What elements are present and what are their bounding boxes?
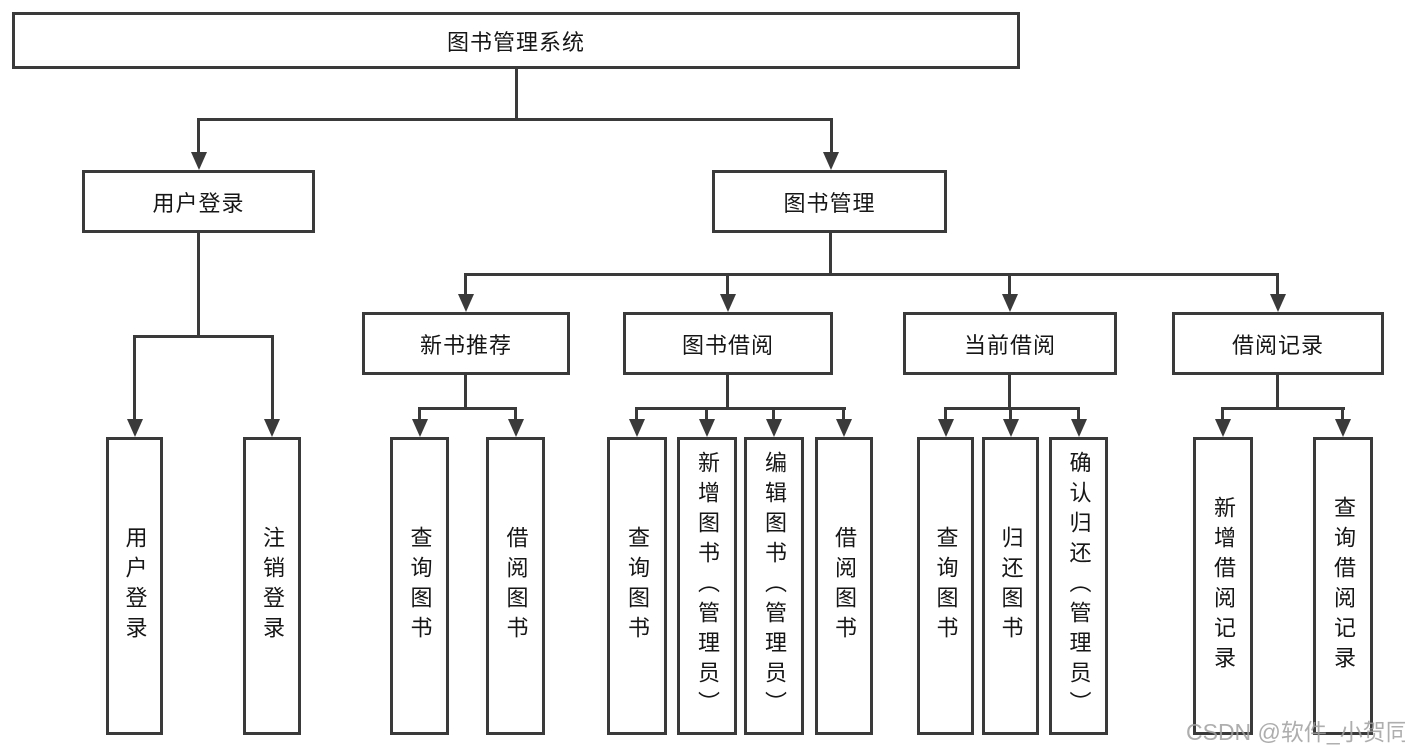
- leaf-add-borrow-record-label: 新增借阅记录: [1211, 496, 1236, 676]
- node-book-management: 图书管理: [712, 170, 947, 233]
- leaf-confirm-return-admin: 确认归还（管理员）: [1049, 437, 1108, 735]
- connector-line: [1221, 407, 1345, 410]
- arrow-down-icon: [1002, 294, 1018, 312]
- connector-line: [418, 407, 421, 421]
- node-book-management-label: 图书管理: [783, 190, 876, 216]
- arrow-down-icon: [508, 419, 524, 437]
- connector-line: [1077, 407, 1080, 421]
- leaf-query-books-1: 查询图书: [390, 437, 449, 735]
- node-current-borrow-label: 当前借阅: [963, 332, 1056, 358]
- leaf-return-books: 归还图书: [982, 437, 1039, 735]
- connector-line: [830, 118, 833, 155]
- connector-line: [1009, 407, 1012, 421]
- leaf-user-login-label: 用户登录: [122, 526, 148, 646]
- leaf-query-books-2-label: 查询图书: [625, 526, 650, 646]
- arrow-down-icon: [836, 419, 852, 437]
- connector-line: [198, 118, 833, 121]
- arrow-down-icon: [1335, 419, 1351, 437]
- connector-line: [829, 233, 832, 275]
- connector-line: [726, 273, 729, 296]
- connector-line: [464, 375, 467, 409]
- arrow-down-icon: [699, 419, 715, 437]
- leaf-borrow-books-1-label: 借阅图书: [503, 526, 529, 646]
- connector-line: [1276, 375, 1279, 409]
- leaf-add-books-admin-label: 新增图书（管理员）: [695, 451, 720, 721]
- arrow-down-icon: [938, 419, 954, 437]
- leaf-query-borrow-record: 查询借阅记录: [1313, 437, 1373, 735]
- arrow-down-icon: [720, 294, 736, 312]
- connector-line: [514, 407, 517, 421]
- connector-line: [464, 273, 1279, 276]
- node-book-borrow: 图书借阅: [623, 312, 833, 375]
- connector-line: [842, 407, 845, 421]
- node-current-borrow: 当前借阅: [903, 312, 1117, 375]
- arrow-down-icon: [458, 294, 474, 312]
- node-user-login-label: 用户登录: [152, 190, 245, 216]
- arrow-down-icon: [1215, 419, 1231, 437]
- connector-line: [1341, 407, 1344, 421]
- leaf-query-books-2: 查询图书: [607, 437, 667, 735]
- connector-line: [418, 407, 517, 410]
- connector-line: [464, 273, 467, 296]
- leaf-user-login: 用户登录: [106, 437, 163, 735]
- connector-line: [944, 407, 1080, 410]
- node-borrow-records: 借阅记录: [1172, 312, 1384, 375]
- connector-line: [271, 335, 274, 421]
- leaf-add-borrow-record: 新增借阅记录: [1193, 437, 1253, 735]
- node-new-book-recommend: 新书推荐: [362, 312, 570, 375]
- connector-line: [1008, 273, 1011, 296]
- arrow-down-icon: [1270, 294, 1286, 312]
- connector-line: [635, 407, 638, 421]
- arrow-down-icon: [264, 419, 280, 437]
- leaf-borrow-books-2: 借阅图书: [815, 437, 873, 735]
- node-root: 图书管理系统: [12, 12, 1020, 69]
- arrow-down-icon: [629, 419, 645, 437]
- connector-line: [705, 407, 708, 421]
- connector-line: [772, 407, 775, 421]
- arrow-down-icon: [1071, 419, 1087, 437]
- arrow-down-icon: [823, 152, 839, 170]
- leaf-return-books-label: 归还图书: [998, 526, 1024, 646]
- leaf-add-books-admin: 新增图书（管理员）: [677, 437, 737, 735]
- leaf-logout: 注销登录: [243, 437, 301, 735]
- arrow-down-icon: [1003, 419, 1019, 437]
- csdn-watermark: CSDN @软件_小贺同学: [1186, 719, 1405, 745]
- node-user-login: 用户登录: [82, 170, 315, 233]
- connector-line: [133, 335, 136, 421]
- connector-line: [726, 375, 729, 409]
- leaf-borrow-books-1: 借阅图书: [486, 437, 545, 735]
- connector-line: [944, 407, 947, 421]
- arrow-down-icon: [412, 419, 428, 437]
- node-book-borrow-label: 图书借阅: [681, 332, 774, 358]
- connector-line: [515, 67, 518, 120]
- connector-line: [635, 407, 846, 410]
- connector-line: [197, 233, 200, 338]
- leaf-query-borrow-record-label: 查询借阅记录: [1331, 496, 1356, 676]
- leaf-query-books-3: 查询图书: [917, 437, 974, 735]
- connector-line: [1008, 375, 1011, 409]
- leaf-edit-books-admin: 编辑图书（管理员）: [744, 437, 804, 735]
- leaf-query-books-3-label: 查询图书: [933, 526, 959, 646]
- node-new-book-recommend-label: 新书推荐: [419, 332, 512, 358]
- arrow-down-icon: [191, 152, 207, 170]
- node-root-label: 图书管理系统: [446, 29, 585, 55]
- arrow-down-icon: [766, 419, 782, 437]
- leaf-borrow-books-2-label: 借阅图书: [832, 526, 857, 646]
- connector-line: [133, 335, 274, 338]
- connector-line: [1221, 407, 1224, 421]
- node-borrow-records-label: 借阅记录: [1231, 332, 1324, 358]
- leaf-confirm-return-admin-label: 确认归还（管理员）: [1066, 451, 1092, 721]
- leaf-logout-label: 注销登录: [260, 526, 285, 646]
- arrow-down-icon: [127, 419, 143, 437]
- connector-line: [197, 118, 200, 155]
- leaf-query-books-1-label: 查询图书: [407, 526, 433, 646]
- leaf-edit-books-admin-label: 编辑图书（管理员）: [762, 451, 787, 721]
- connector-line: [1276, 273, 1279, 296]
